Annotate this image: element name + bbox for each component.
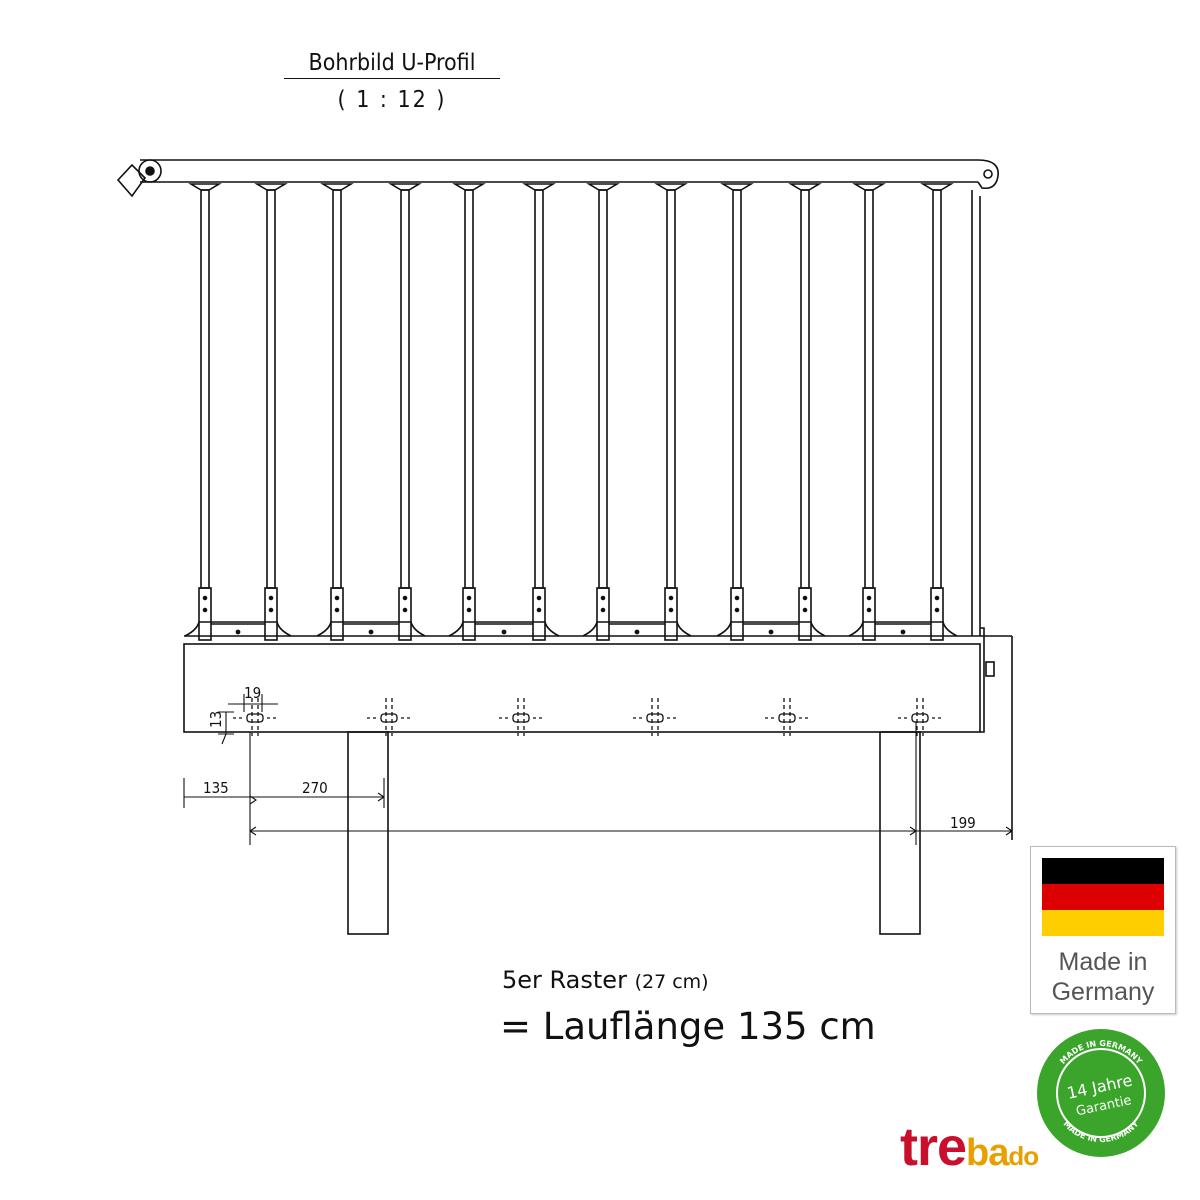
top-rail [140,159,978,183]
post-bracket [184,621,292,637]
drill-hole [233,698,277,736]
baluster-post [522,183,556,641]
left-leg [347,731,389,935]
post-bracket [716,621,826,637]
right-leg [879,731,921,935]
baluster-post [720,183,754,641]
dim-hole-width: 19 [244,684,261,702]
lauflaenge-label: = Lauflänge 135 cm [500,1005,876,1048]
baluster-post [452,183,486,641]
title-scale: ( 1 : 12 ) [337,87,447,113]
baluster-post [388,183,422,641]
logo-part3: do [1008,1141,1039,1171]
drill-hole [499,698,543,736]
raster-sub: (27 cm) [634,971,709,993]
baluster-post [254,183,288,641]
baluster-post [920,183,954,641]
badge-line1: Made in [1058,948,1148,976]
german-flag-icon [1042,858,1164,936]
dim-end-offset: 199 [950,814,976,832]
raster-info: 5er Raster (27 cm) [502,966,709,994]
drill-hole [765,698,809,736]
made-in-germany-badge: Made in Germany [1030,846,1176,1014]
drawing-title: Bohrbild U-Profil ( 1 : 12 ) [284,52,500,112]
u-profile-beam [183,643,981,733]
baluster-post [852,183,886,641]
baluster-post [586,183,620,641]
trebado-logo: trebado [900,1116,1039,1178]
badge-line2: Germany [1051,978,1155,1006]
post-bracket [848,621,958,637]
baluster-post [188,183,222,641]
dim-edge-offset: 135 [203,779,229,797]
drill-hole [898,698,942,736]
drill-hole [367,698,411,736]
dim-hole-height: 13 [207,711,225,728]
guarantee-seal: MADE IN GERMANY MADE IN GERMANY 14 Jahre… [1037,1029,1165,1157]
post-bracket [316,621,426,637]
raster-label: 5er Raster [502,966,627,994]
title-main: Bohrbild U-Profil [284,52,500,79]
baluster-post [320,183,354,641]
baluster-post [788,183,822,641]
baluster-post [654,183,688,641]
logo-part1: tre [900,1117,967,1177]
drill-hole [633,698,677,736]
post-bracket [448,621,560,637]
logo-part2: ba [966,1132,1009,1174]
post-bracket [582,621,692,637]
dim-grid: 270 [302,779,328,797]
